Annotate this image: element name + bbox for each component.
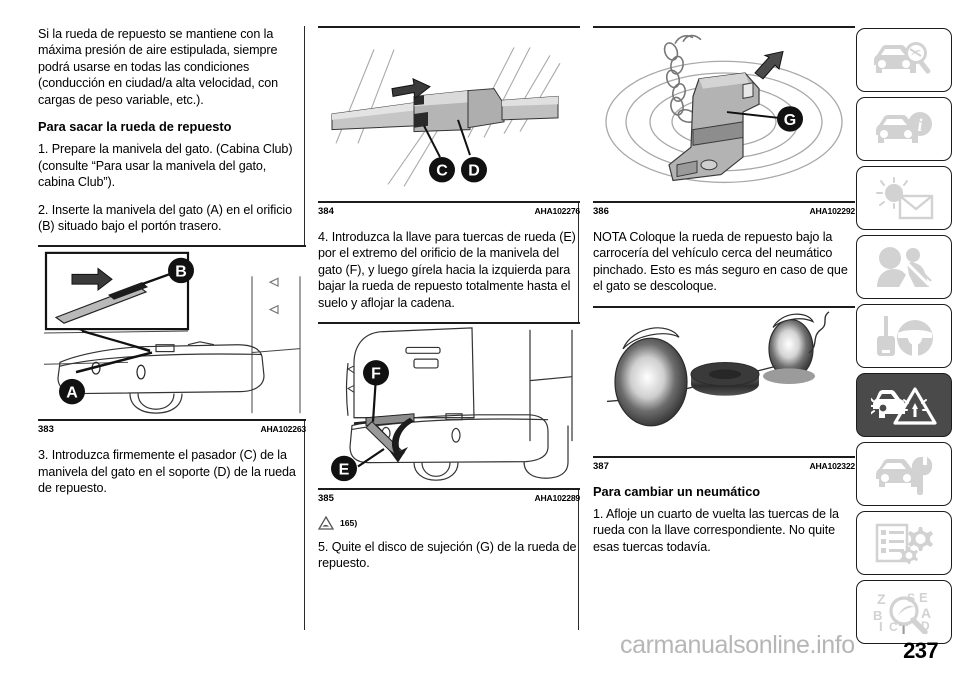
watermark: carmanualsonline.info [620, 631, 855, 659]
page-number: 237 [903, 638, 939, 663]
tab-alphabetical-index[interactable]: Z B I C S E A D T [856, 580, 952, 644]
svg-text:F: F [371, 366, 381, 383]
column-3: G 386 AHA102292 NOTA Coloque la rueda de… [593, 26, 855, 566]
svg-text:Z: Z [877, 591, 886, 607]
column-2: C D 384 AHA102276 4. Introduzca la llave… [318, 26, 580, 583]
svg-text:A: A [66, 385, 78, 402]
change-tyre-step-1: 1. Afloje un cuarto de vuelta las tuerca… [593, 507, 839, 554]
tab-specifications[interactable] [856, 511, 952, 575]
figure-383-image: A B [38, 245, 306, 422]
warning-triangle-icon [318, 516, 334, 530]
figure-385: F E 385 AHA102289 [318, 322, 580, 512]
step-2-text: 2. Inserte la manivela del gato (A) en e… [38, 202, 293, 234]
list-gears-icon [875, 523, 933, 564]
svg-text:B: B [175, 264, 187, 281]
svg-text:G: G [784, 112, 796, 129]
figure-383-code: AHA102263 [260, 424, 307, 435]
svg-text:D: D [468, 163, 480, 180]
figure-386: G 386 AHA102292 [593, 26, 855, 225]
column-1: Si la rueda de repuesto se mantiene con … [38, 26, 306, 508]
svg-text:D: D [921, 619, 930, 633]
intro-paragraph: Si la rueda de repuesto se mantiene con … [38, 27, 279, 107]
figure-384-code: AHA102276 [534, 206, 581, 216]
warning-reference-number: 165) [340, 518, 358, 529]
tab-vehicle-info[interactable]: i [856, 97, 952, 161]
car-wrench-icon [876, 457, 933, 495]
note-paragraph: NOTA Coloque la rueda de repuesto bajo l… [593, 230, 848, 294]
figure-384-caption: 384 AHA102276 [318, 203, 580, 225]
tab-safety-restraints[interactable] [856, 235, 952, 299]
figure-386-caption: 386 AHA102292 [593, 203, 855, 225]
sun-envelope-icon [876, 177, 934, 220]
figure-387-number: 387 [593, 460, 609, 472]
figure-385-caption: 385 AHA102289 [318, 490, 580, 512]
svg-text:C: C [436, 163, 448, 180]
key-steering-wheel-icon [877, 316, 933, 356]
figure-385-code: AHA102289 [534, 493, 581, 504]
figure-386-image: G [593, 26, 855, 203]
svg-text:T: T [899, 621, 908, 634]
section-heading-remove-spare: Para sacar la rueda de repuesto [38, 119, 232, 135]
figure-383-number: 383 [38, 424, 54, 436]
letters-magnifier-icon: Z B I C S E A D T [873, 590, 931, 634]
step-4-text: 4. Introduzca la llave para tuercas de r… [318, 230, 576, 310]
figure-387: 387 AHA102322 [593, 305, 855, 480]
step-3-text: 3. Introduzca firmemente el pasador (C) … [38, 448, 296, 496]
car-magnifier-icon [874, 42, 931, 74]
svg-text:C: C [889, 620, 898, 634]
tab-maintenance[interactable] [856, 442, 952, 506]
figure-386-code: AHA102292 [809, 206, 856, 216]
step-5-text: 5. Quite el disco de sujeción (G) de la … [318, 540, 577, 571]
chapter-tab-sidebar: i [856, 28, 952, 649]
figure-384: C D 384 AHA102276 [318, 26, 580, 225]
figure-386-number: 386 [593, 206, 609, 217]
svg-text:I: I [879, 619, 883, 634]
svg-text:B: B [873, 608, 882, 623]
tab-emergency[interactable] [856, 373, 952, 437]
svg-text:A: A [921, 605, 931, 621]
step-1-text: 1. Prepare la manivela del gato. (Cabina… [38, 142, 293, 190]
warning-reference: 165) [318, 516, 580, 530]
figure-387-code: AHA102322 [809, 460, 856, 471]
svg-text:S: S [907, 591, 915, 605]
figure-384-number: 384 [318, 206, 334, 217]
car-hazard-triangle-icon [871, 387, 937, 425]
figure-383: A B 383 AHA102263 [38, 245, 306, 443]
svg-text:i: i [917, 115, 922, 135]
figure-387-caption: 387 AHA102322 [593, 458, 855, 480]
tab-starting-driving[interactable] [856, 304, 952, 368]
tab-dashboard-overview[interactable] [856, 28, 952, 92]
svg-text:E: E [919, 590, 928, 605]
tab-lights-wipers[interactable] [856, 166, 952, 230]
section-heading-change-tyre: Para cambiar un neumático [593, 483, 761, 499]
figure-384-image: C D [318, 26, 580, 203]
figure-385-image: F E [318, 322, 580, 491]
car-info-icon: i [876, 112, 932, 143]
figure-387-image [593, 305, 855, 458]
figure-385-number: 385 [318, 493, 334, 505]
seatbelt-airbag-icon [877, 247, 932, 287]
svg-text:E: E [339, 462, 350, 479]
figure-383-caption: 383 AHA102263 [38, 421, 306, 443]
